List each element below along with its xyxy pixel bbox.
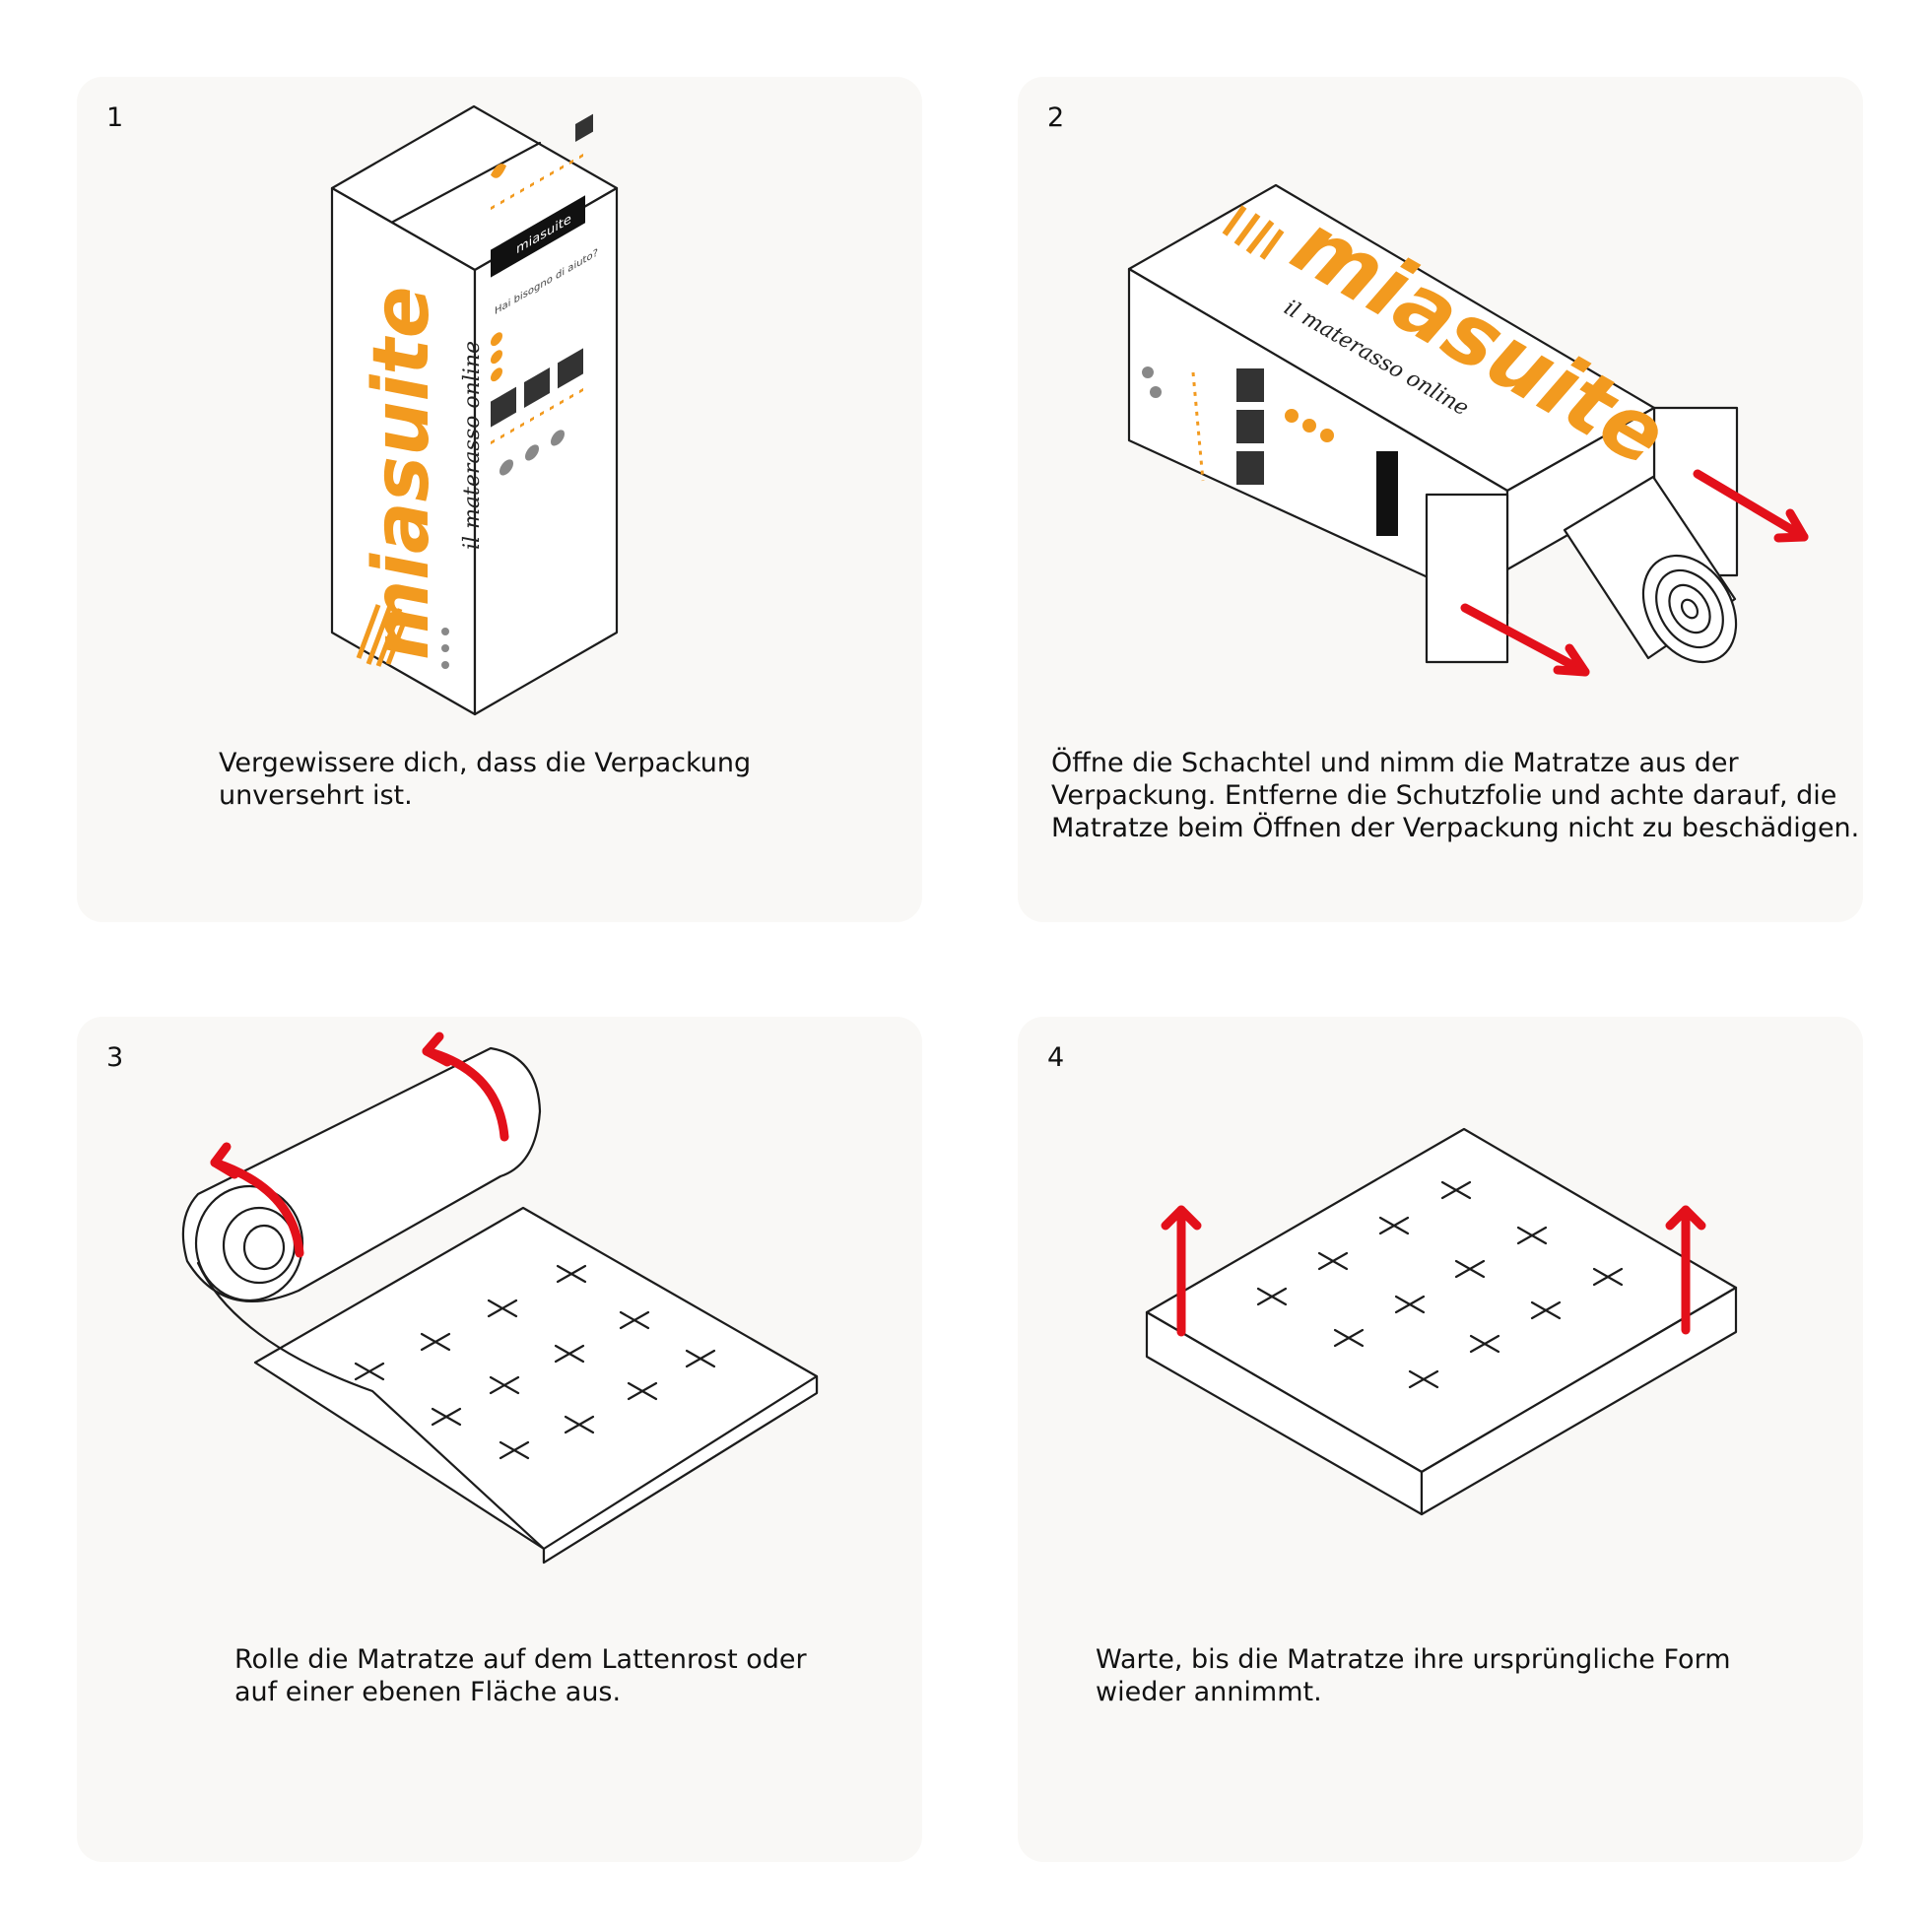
step-number: 4 [1047,1042,1065,1073]
step-panel-3: 3 [77,1017,922,1862]
step-number: 3 [106,1042,124,1073]
sealed-box-illustration: miasuite il materasso online miasuite Ha… [330,104,619,716]
pull-out-arrow-icon [1460,603,1590,677]
open-box-illustration: miasuite il materasso online [1127,183,1809,677]
tuft-marks [1256,1180,1624,1389]
rise-arrow-icon [1665,1205,1706,1335]
box-front-print [1142,366,1398,536]
rise-arrow-icon [1161,1205,1202,1337]
brand-logo: miasuite [358,286,446,660]
brand-tagline: il materasso online [460,341,485,550]
step-panel-4: 4 Warte, b [1018,1017,1863,1862]
step-number: 2 [1047,102,1065,133]
pull-out-arrow-icon [1693,469,1809,543]
step-caption: Rolle die Matratze auf dem Lattenrost od… [234,1644,807,1707]
cert-icons [441,628,449,669]
step-caption: Vergewissere dich, dass die Verpackung u… [219,748,752,811]
step-panel-2: 2 miasuite il materasso online [1018,77,1863,922]
unroll-arrow-icon [210,1142,304,1258]
step-panel-1: 1 miasuite il materasso online miasuite … [77,77,922,922]
step-caption: Warte, bis die Matratze ihre ursprünglic… [1096,1644,1731,1707]
tuft-marks [354,1264,716,1460]
unroll-arrow-icon [422,1032,509,1142]
striped-logo-icon [1222,205,1285,260]
step-caption: Öffne die Schachtel und nimm die Matratz… [1051,748,1860,843]
striped-logo-icon [356,604,409,667]
step-number: 1 [106,102,124,133]
unroll-mattress-illustration [181,1032,819,1565]
expanding-mattress-illustration [1145,1127,1738,1516]
